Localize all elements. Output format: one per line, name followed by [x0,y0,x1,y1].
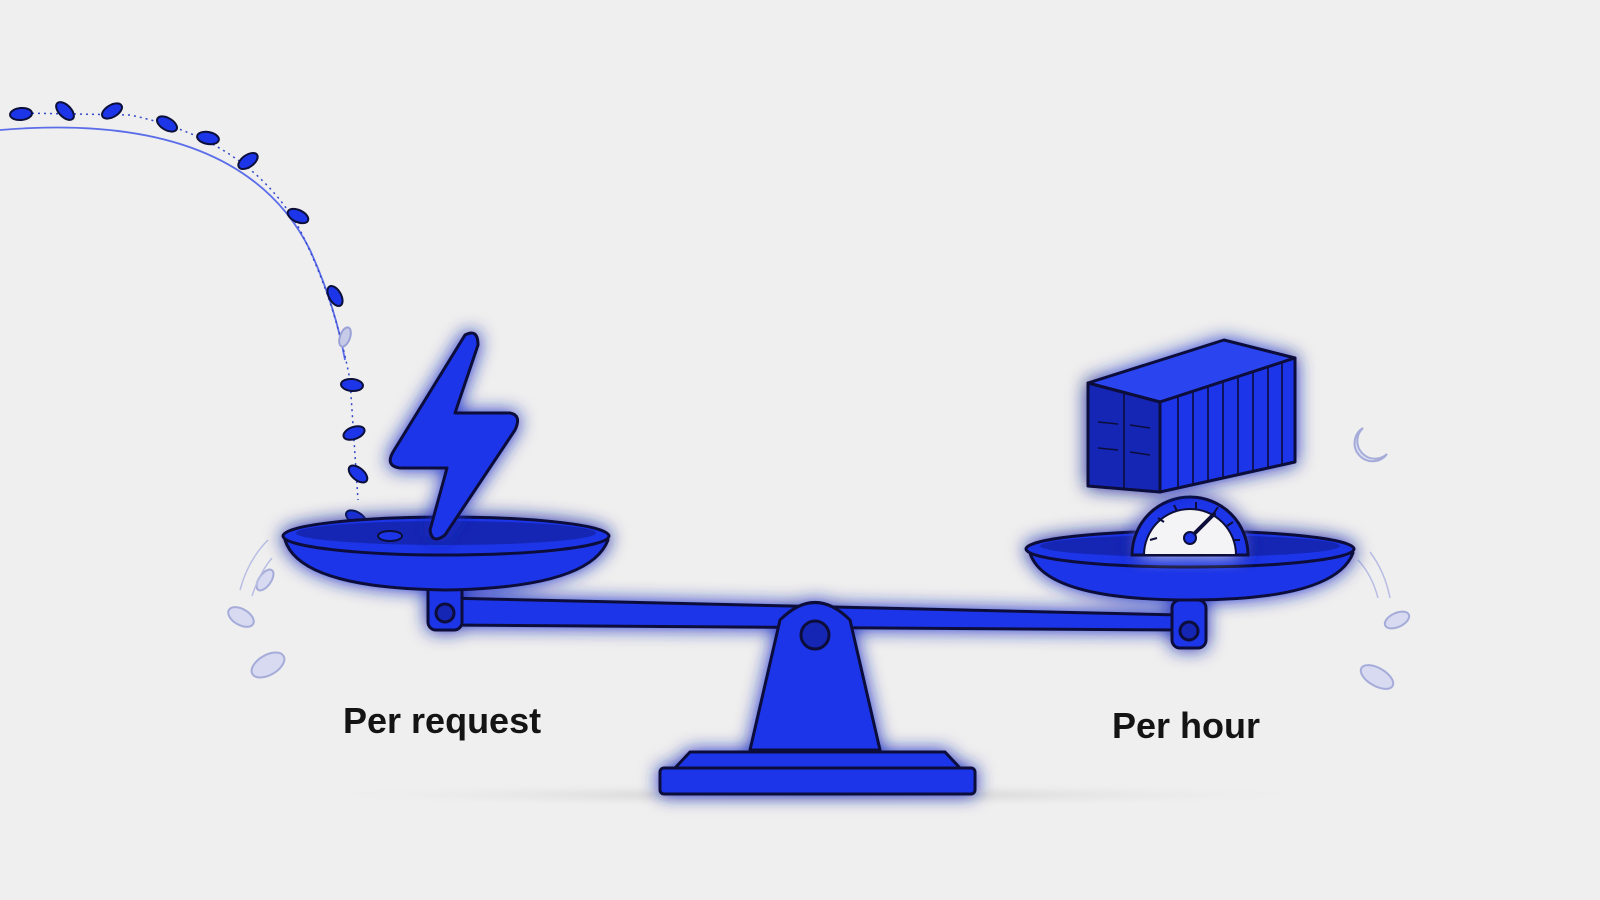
gauge-icon [1130,495,1250,557]
coin-icon [1359,664,1395,690]
shipping-container-icon [1086,338,1297,494]
per-hour-label: Per hour [1112,705,1260,746]
crescent-moon-icon [1353,427,1388,463]
falling-coins [9,101,402,540]
balance-scale [281,515,1356,796]
coin-icon [255,568,275,592]
coin-trajectory-line [0,126,346,361]
faded-coins-left [227,539,286,679]
per-request-label: Per request [343,700,541,741]
coin-dotted-path [19,112,359,501]
coin-icon [196,130,220,146]
faded-coins-right [1357,551,1411,690]
pan-coins [377,530,403,542]
coin-icon [156,115,178,133]
coin-icon [286,207,310,225]
coin-icon [342,425,366,441]
coin-icon [237,152,259,170]
coin-icon [227,606,255,628]
coin-icon [347,464,369,484]
lightning-bolt-icon [388,331,520,541]
coin-icon [326,285,344,307]
coin-icon [1383,610,1411,630]
coin-icon [101,102,123,120]
coin-icon [338,326,352,348]
coin-icon [9,106,33,122]
coin-icon [340,377,364,393]
scale-pillar [748,601,882,752]
scale-base [658,766,977,796]
coin-icon [55,101,75,121]
coin-icon [250,651,286,679]
scale-base-top [673,750,962,770]
